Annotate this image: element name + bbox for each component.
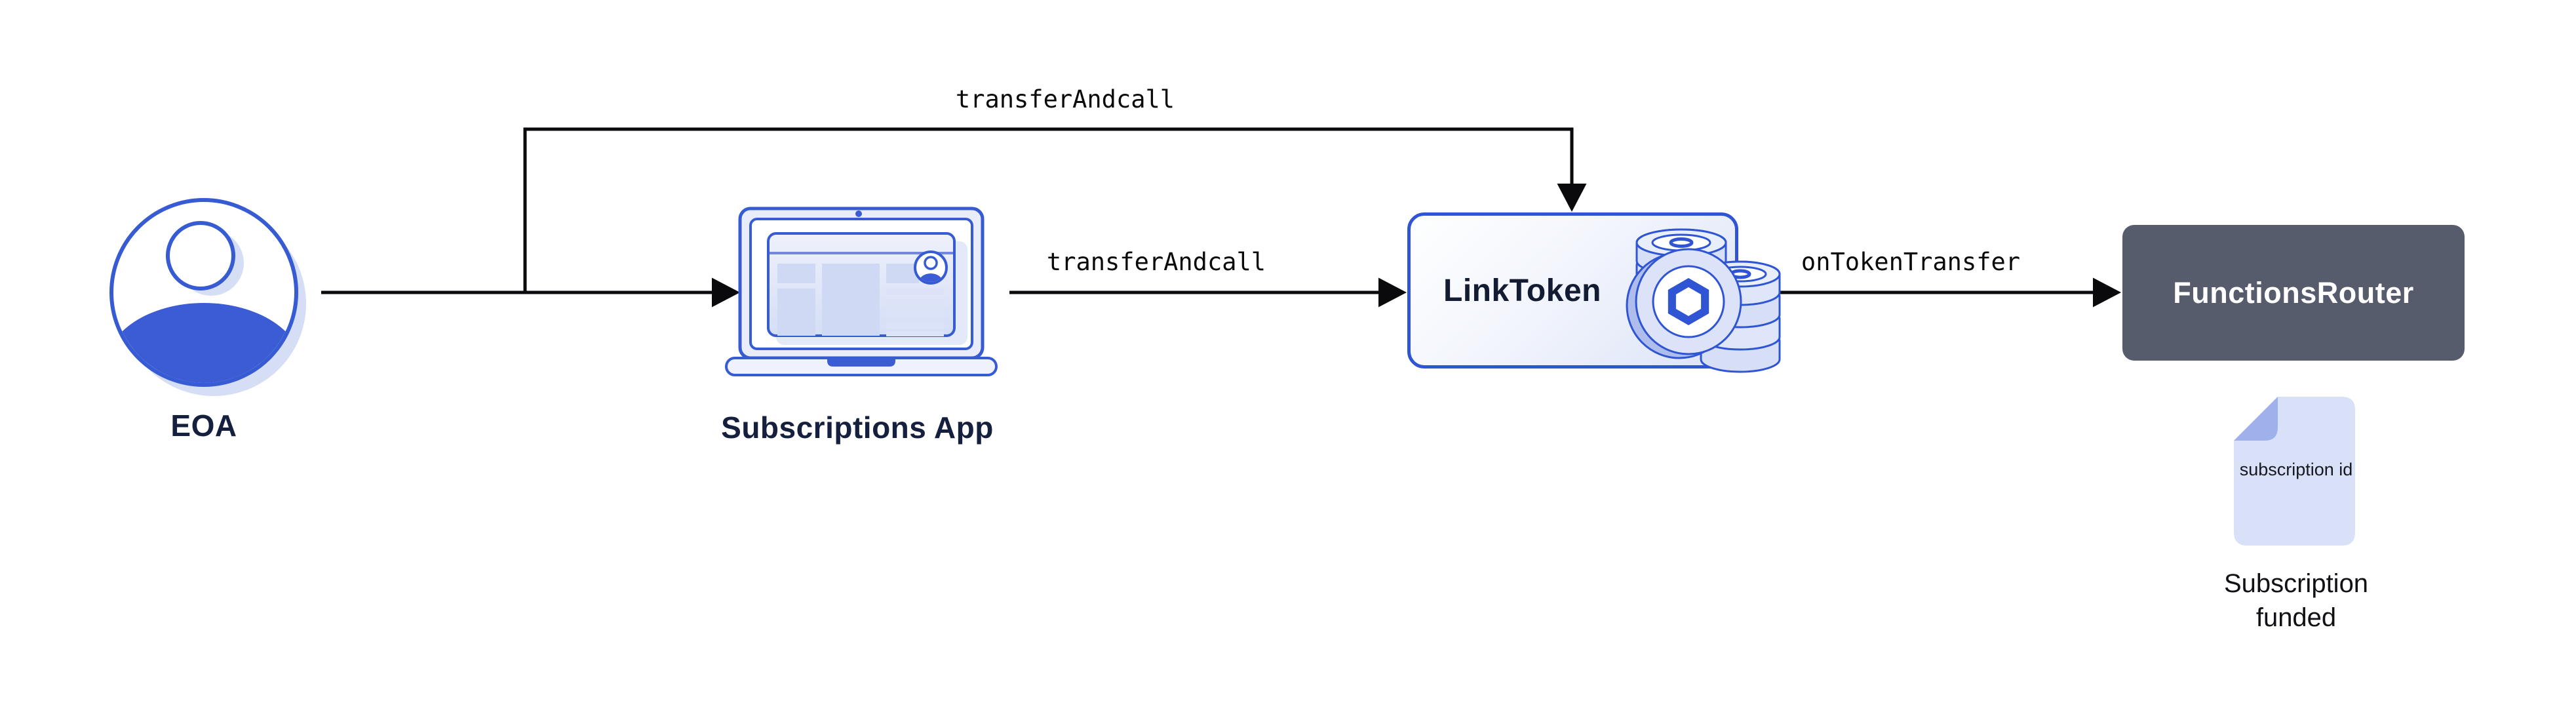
functions-router-box: FunctionsRouter [2122,225,2465,361]
node-label-eoa: EOA [170,409,237,443]
coin-front-chainlink [1626,248,1742,359]
edge-label-transferandcall-mid: transferAndcall [1046,248,1266,276]
laptop-base-notch [827,358,895,367]
browser-list-rows [886,289,944,336]
avatar-shoulders [113,303,294,383]
document-icon [2234,397,2355,546]
person-avatar-icon [109,198,306,396]
coin-stack-icon [1626,228,1781,373]
browser-content-blocks [777,264,919,336]
laptop-camera-dot [855,210,862,217]
avatar-head [166,221,235,290]
edge-label-ontokentransfer: onTokenTransfer [1801,248,2021,276]
edge-label-transferandcall-top: transferAndcall [955,85,1175,113]
node-label-functions-router: FunctionsRouter [2173,275,2414,309]
arrow-eoa-to-linktoken [523,127,1587,294]
document-text: subscription id [2239,460,2353,479]
document-fold-corner [2234,397,2278,441]
browser-user-avatar-icon [914,250,948,285]
laptop-icon [725,207,998,376]
node-label-subscriptions-app: Subscriptions App [721,410,994,445]
chainlink-hexagon-logo [1668,278,1709,325]
artifact-caption: Subscription funded [2223,569,2369,632]
node-label-linktoken: LinkToken [1443,273,1601,308]
browser-header-divider [770,252,953,254]
